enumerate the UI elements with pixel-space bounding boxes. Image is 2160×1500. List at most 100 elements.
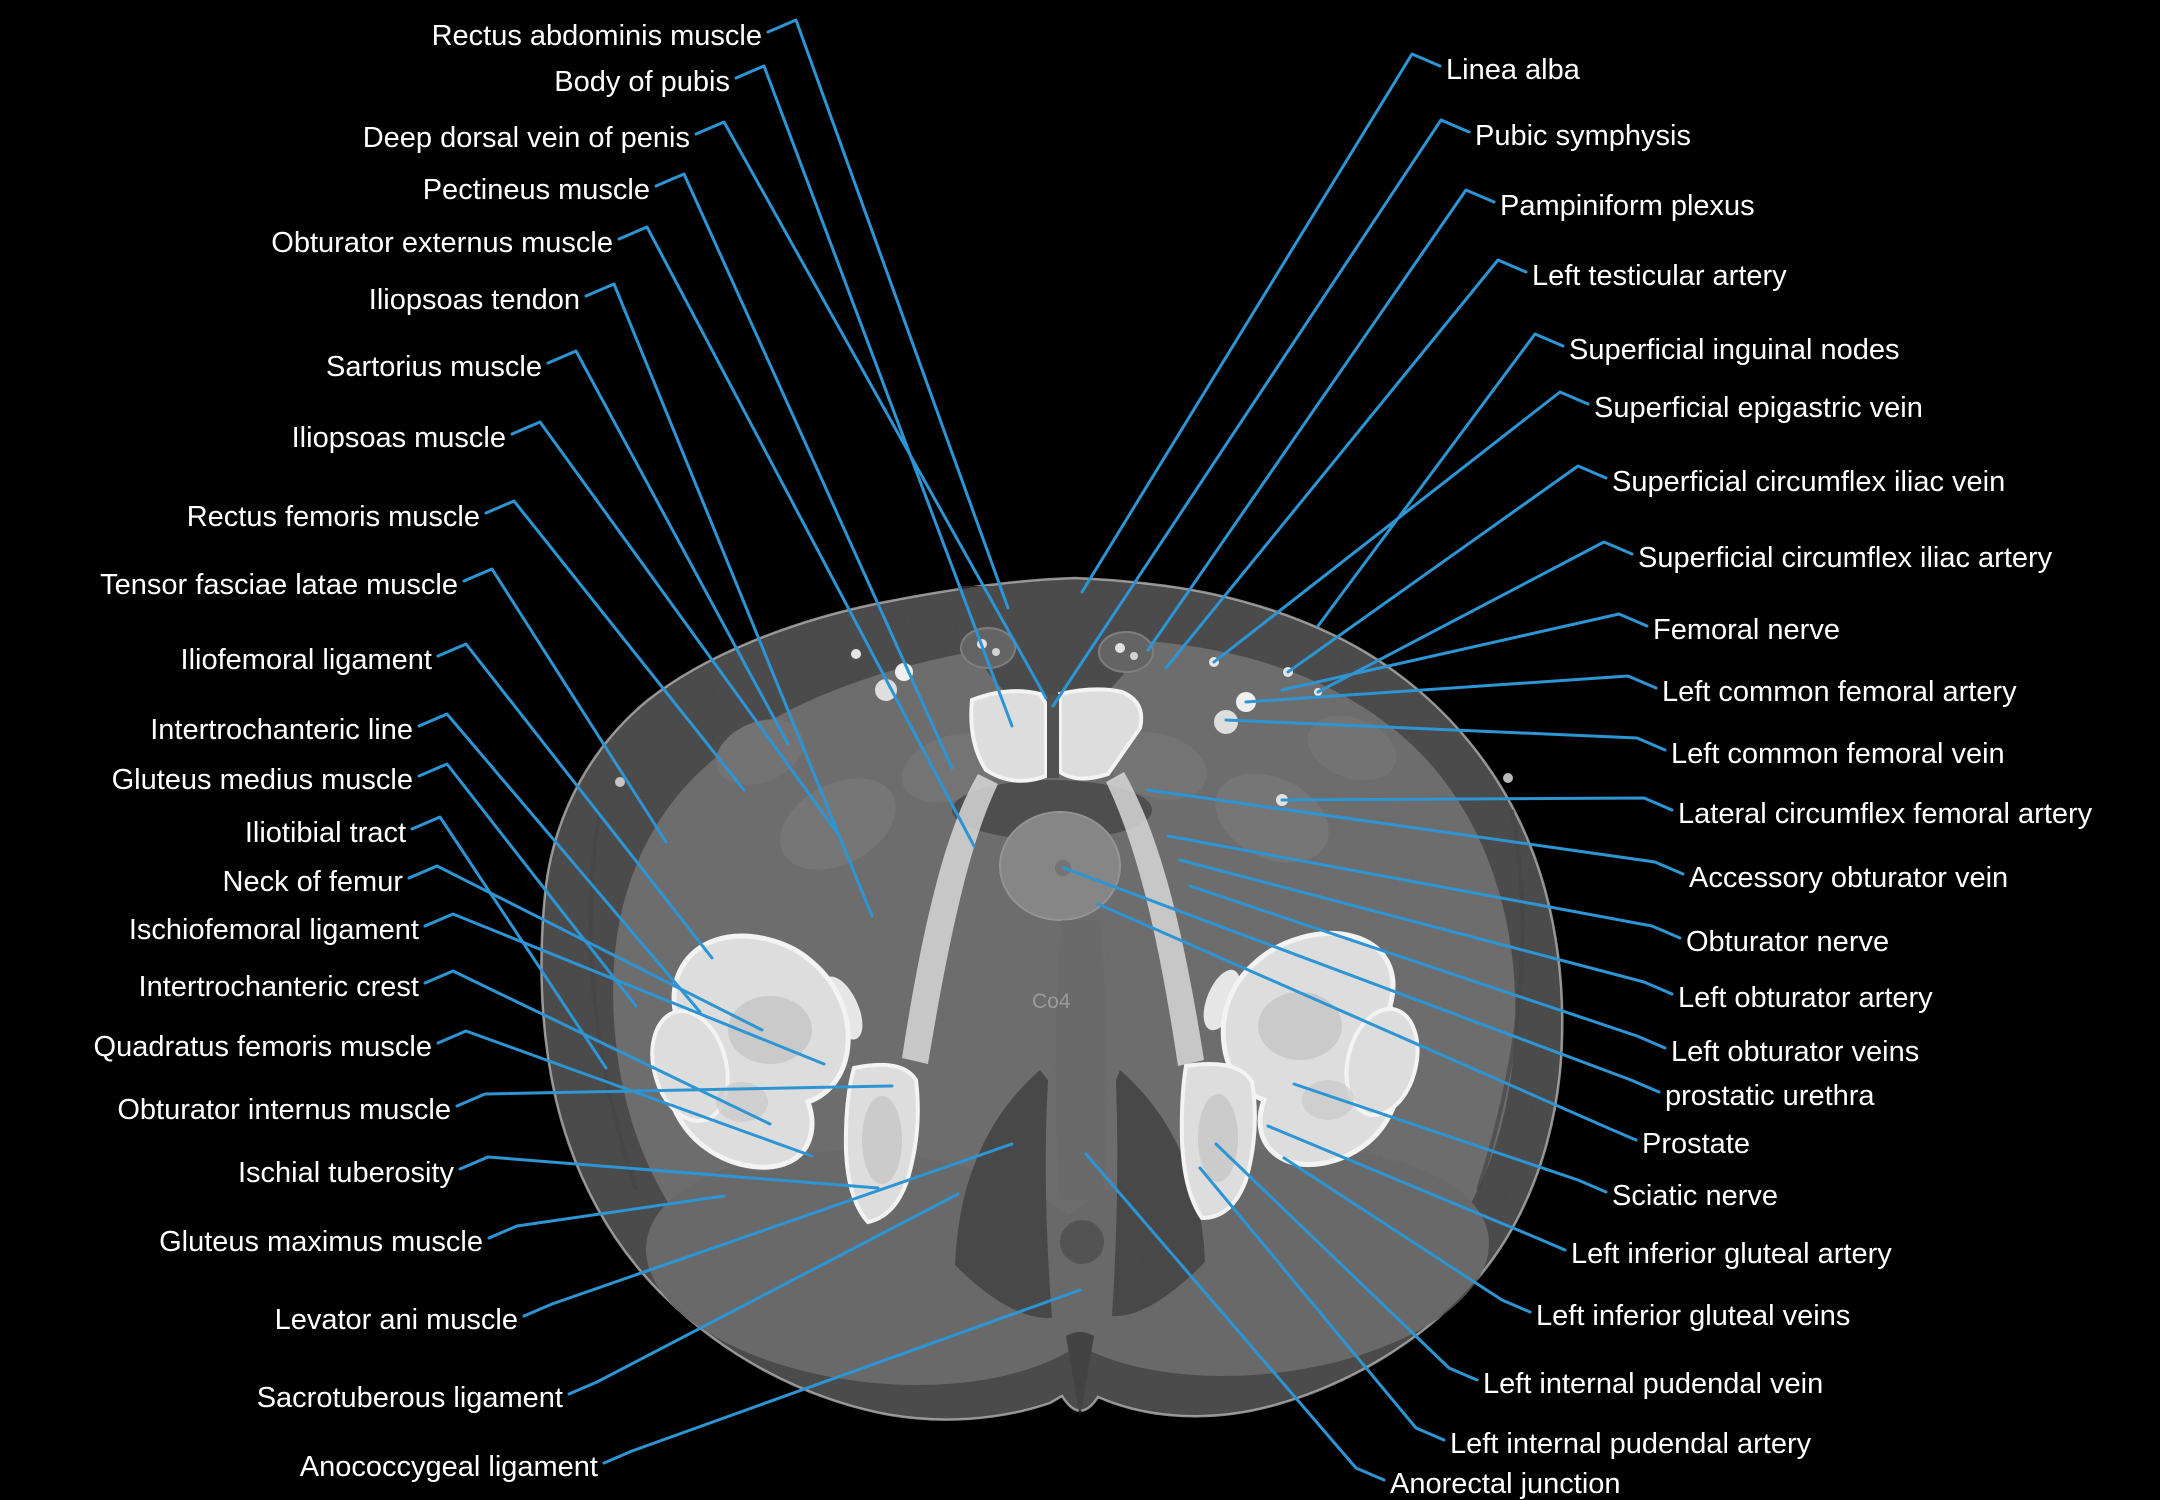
- labels-right: Linea alba Pubic symphysis Pampiniform p…: [1390, 54, 2093, 1500]
- leader-superficial-inguinal-nodes: [1316, 332, 1565, 628]
- label-iliopsoas-tendon: Iliopsoas tendon: [369, 284, 580, 316]
- label-levator-ani-muscle: Levator ani muscle: [275, 1304, 518, 1336]
- label-anococcygeal-ligament: Anococcygeal ligament: [300, 1451, 598, 1483]
- leader-anorectal-junction: [1084, 1152, 1386, 1482]
- leader-anococcygeal-ligament: [602, 1288, 1082, 1465]
- label-left-inferior-gluteal-veins: Left inferior gluteal veins: [1536, 1300, 1850, 1332]
- leader-femoral-nerve: [1280, 612, 1649, 692]
- leader-body-of-pubis: [734, 64, 1014, 728]
- label-pectineus-muscle: Pectineus muscle: [423, 174, 650, 206]
- label-neck-of-femur: Neck of femur: [223, 866, 404, 898]
- label-prostatic-urethra: prostatic urethra: [1665, 1080, 1875, 1112]
- label-left-internal-pudendal-artery: Left internal pudendal artery: [1450, 1428, 1812, 1460]
- leader-left-inferior-gluteal-veins: [1282, 1156, 1532, 1314]
- leader-superficial-epigastric-vein: [1212, 390, 1590, 664]
- leader-obturator-externus-muscle: [617, 225, 976, 848]
- label-ischial-tuberosity: Ischial tuberosity: [238, 1157, 454, 1189]
- leader-left-obturator-artery: [1178, 858, 1674, 996]
- leader-left-obturator-veins: [1188, 884, 1667, 1050]
- label-iliopsoas-muscle: Iliopsoas muscle: [292, 422, 506, 454]
- ct-slice-marker: Co4: [1032, 990, 1071, 1013]
- label-ischiofemoral-ligament: Ischiofemoral ligament: [129, 914, 419, 946]
- leader-neck-of-femur: [407, 864, 764, 1032]
- label-gluteus-medius-muscle: Gluteus medius muscle: [112, 764, 413, 796]
- leader-intertrochanteric-crest: [423, 969, 772, 1126]
- leader-iliofemoral-ligament: [436, 642, 714, 960]
- leader-levator-ani-muscle: [522, 1142, 1014, 1318]
- leader-sciatic-nerve: [1292, 1082, 1608, 1194]
- label-gluteus-maximus-muscle: Gluteus maximus muscle: [159, 1226, 483, 1258]
- label-quadratus-femoris-muscle: Quadratus femoris muscle: [94, 1031, 432, 1063]
- leader-pubic-symphysis: [1051, 118, 1471, 708]
- leader-pectineus-muscle: [654, 172, 954, 770]
- leader-tensor-fasciae-latae-muscle: [462, 567, 668, 844]
- leader-rectus-abdominis-muscle: [766, 18, 1010, 610]
- leader-left-common-femoral-artery: [1244, 674, 1658, 704]
- leader-gluteus-medius-muscle: [417, 762, 638, 1008]
- leader-left-internal-pudendal-vein: [1214, 1142, 1479, 1382]
- label-pubic-symphysis: Pubic symphysis: [1475, 120, 1691, 152]
- label-linea-alba: Linea alba: [1446, 54, 1581, 86]
- label-anorectal-junction: Anorectal junction: [1390, 1468, 1621, 1500]
- label-obturator-nerve: Obturator nerve: [1686, 926, 1889, 958]
- label-lateral-circumflex-femoral-artery: Lateral circumflex femoral artery: [1678, 798, 2093, 830]
- leader-rectus-femoris-muscle: [484, 499, 746, 792]
- ct-noise-texture: [520, 550, 1590, 1440]
- label-pampiniform-plexus: Pampiniform plexus: [1500, 190, 1755, 222]
- label-body-of-pubis: Body of pubis: [554, 66, 730, 98]
- leader-left-inferior-gluteal-artery: [1266, 1124, 1567, 1252]
- label-accessory-obturator-vein: Accessory obturator vein: [1689, 862, 2008, 894]
- leader-iliopsoas-tendon: [584, 282, 874, 918]
- leader-superficial-circumflex-iliac-artery: [1316, 540, 1634, 694]
- label-superficial-epigastric-vein: Superficial epigastric vein: [1594, 392, 1923, 424]
- leader-quadratus-femoris-muscle: [436, 1029, 814, 1158]
- labels-left: Rectus abdominis muscle Body of pubis De…: [94, 20, 762, 1483]
- leader-prostate: [1096, 902, 1638, 1142]
- label-sartorius-muscle: Sartorius muscle: [326, 351, 542, 383]
- label-obturator-externus-muscle: Obturator externus muscle: [271, 227, 613, 259]
- leader-left-common-femoral-vein: [1224, 718, 1667, 752]
- leader-iliotibial-tract: [410, 815, 608, 1070]
- ct-scan-image: Co4: [520, 550, 1590, 1440]
- leader-linea-alba: [1080, 52, 1442, 594]
- label-left-common-femoral-vein: Left common femoral vein: [1671, 738, 2005, 770]
- label-left-obturator-veins: Left obturator veins: [1671, 1036, 1919, 1068]
- leader-ischial-tuberosity: [458, 1155, 880, 1190]
- leader-deep-dorsal-vein-of-penis: [694, 120, 1048, 700]
- label-superficial-inguinal-nodes: Superficial inguinal nodes: [1569, 334, 1900, 366]
- label-intertrochanteric-crest: Intertrochanteric crest: [139, 971, 419, 1003]
- label-tensor-fasciae-latae-muscle: Tensor fasciae latae muscle: [100, 569, 458, 601]
- label-iliofemoral-ligament: Iliofemoral ligament: [181, 644, 432, 676]
- leader-left-internal-pudendal-artery: [1198, 1166, 1446, 1442]
- label-left-common-femoral-artery: Left common femoral artery: [1662, 676, 2017, 708]
- leader-sacrotuberous-ligament: [567, 1192, 960, 1396]
- label-sciatic-nerve: Sciatic nerve: [1612, 1180, 1778, 1212]
- label-iliotibial-tract: Iliotibial tract: [245, 817, 406, 849]
- label-rectus-abdominis-muscle: Rectus abdominis muscle: [432, 20, 762, 52]
- label-left-testicular-artery: Left testicular artery: [1532, 260, 1787, 292]
- label-sacrotuberous-ligament: Sacrotuberous ligament: [257, 1382, 563, 1414]
- leader-ischiofemoral-ligament: [423, 912, 826, 1066]
- leader-obturator-nerve: [1166, 834, 1682, 940]
- leader-lines: [407, 18, 1685, 1482]
- leader-intertrochanteric-line: [417, 712, 702, 1014]
- label-prostate: Prostate: [1642, 1128, 1750, 1160]
- label-femoral-nerve: Femoral nerve: [1653, 614, 1840, 646]
- label-rectus-femoris-muscle: Rectus femoris muscle: [187, 501, 480, 533]
- label-intertrochanteric-line: Intertrochanteric line: [150, 714, 413, 746]
- leader-iliopsoas-muscle: [510, 420, 840, 836]
- label-superficial-circumflex-iliac-artery: Superficial circumflex iliac artery: [1638, 542, 2053, 574]
- label-left-internal-pudendal-vein: Left internal pudendal vein: [1483, 1368, 1823, 1400]
- leader-left-testicular-artery: [1164, 258, 1528, 670]
- leader-obturator-internus-muscle: [455, 1084, 894, 1108]
- label-left-inferior-gluteal-artery: Left inferior gluteal artery: [1571, 1238, 1892, 1270]
- label-deep-dorsal-vein-of-penis: Deep dorsal vein of penis: [363, 122, 690, 154]
- leader-pampiniform-plexus: [1146, 188, 1496, 652]
- leader-gluteus-maximus-muscle: [487, 1194, 726, 1240]
- label-superficial-circumflex-iliac-vein: Superficial circumflex iliac vein: [1612, 466, 2005, 498]
- leader-sartorius-muscle: [546, 349, 790, 746]
- label-left-obturator-artery: Left obturator artery: [1678, 982, 1933, 1014]
- leader-accessory-obturator-vein: [1146, 788, 1685, 876]
